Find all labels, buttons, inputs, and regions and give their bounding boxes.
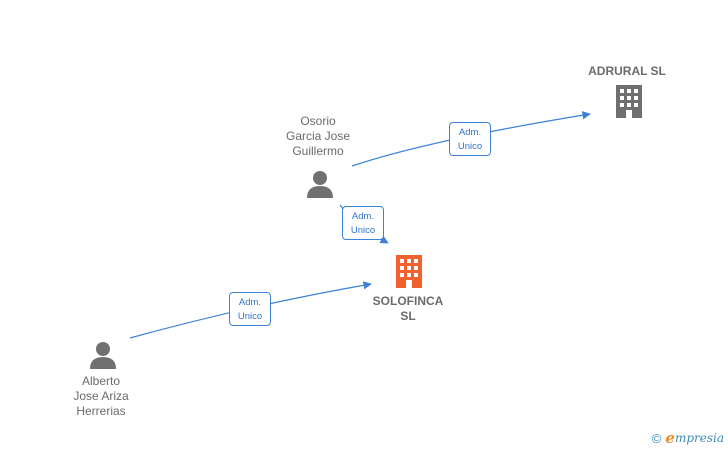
edge-label-osorio-adrural[interactable]: Adm. Unico <box>449 122 491 156</box>
node-label-adrural: ADRURAL SL <box>588 64 666 78</box>
edge-role-line2: Unico <box>237 311 263 322</box>
copyright-symbol: © <box>651 430 662 446</box>
edge-role-line2: Unico <box>457 141 483 152</box>
brand-logo-text: mpresia <box>674 431 724 445</box>
brand-logo-e: e <box>665 429 675 447</box>
person-icon[interactable] <box>88 340 118 370</box>
building-icon[interactable] <box>613 84 645 120</box>
edge-role-line2: Unico <box>350 225 376 236</box>
edge-label-alberto-solofinca[interactable]: Adm. Unico <box>229 292 271 326</box>
edge-role-line1: Adm. <box>238 297 262 308</box>
node-label-alberto: Alberto Jose Ariza Herrerias <box>73 374 129 418</box>
person-icon[interactable] <box>305 169 335 199</box>
edge-role-line1: Adm. <box>351 211 375 222</box>
edge-label-osorio-solofinca[interactable]: Adm. Unico <box>342 206 384 240</box>
node-label-osorio: Osorio Garcia Jose Guillermo <box>285 114 351 158</box>
edge-role-line1: Adm. <box>458 127 482 138</box>
node-label-solofinca: SOLOFINCA SL <box>372 294 444 323</box>
building-icon[interactable] <box>393 254 425 290</box>
